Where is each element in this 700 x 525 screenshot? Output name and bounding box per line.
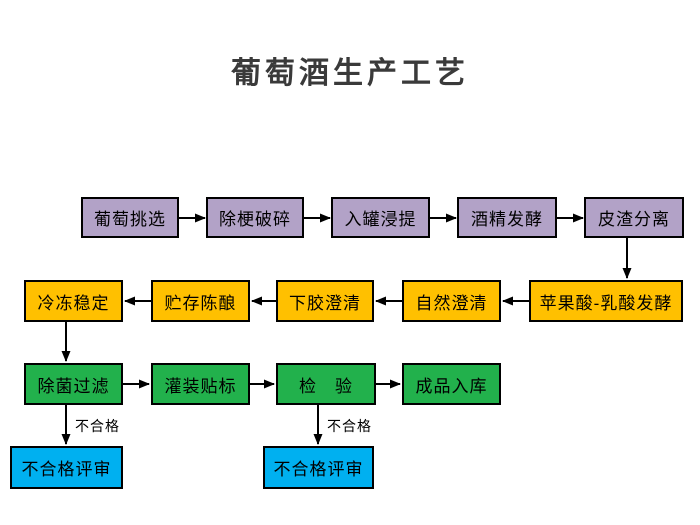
node-skin-separation: 皮渣分离 [584,197,684,238]
page-title: 葡萄酒生产工艺 [231,57,469,90]
node-alcoholic-fermentation: 酒精发酵 [457,197,557,238]
node-storage-aging: 贮存陈酿 [151,280,250,322]
node-cold-stabilization: 冷冻稳定 [24,280,123,322]
node-filling-labeling: 灌装贴标 [151,363,250,405]
node-inspection: 检 验 [276,363,376,405]
node-grape-selection: 葡萄挑选 [81,197,179,238]
node-natural-clarification: 自然澄清 [402,280,501,322]
node-tank-maceration: 入罐浸提 [331,197,430,238]
edge-label-fail-left: 不合格 [75,418,120,434]
node-nonconforming-review-1: 不合格评审 [10,446,123,489]
node-malolactic-fermentation: 苹果酸-乳酸发酵 [529,280,683,322]
node-fining-clarification: 下胶澄清 [276,280,374,322]
edge-label-fail-right: 不合格 [327,418,372,434]
node-destemming-crushing: 除梗破碎 [206,197,304,238]
node-nonconforming-review-2: 不合格评审 [263,446,374,489]
node-finished-warehousing: 成品入库 [402,363,501,405]
node-sterile-filtration: 除菌过滤 [24,363,123,405]
